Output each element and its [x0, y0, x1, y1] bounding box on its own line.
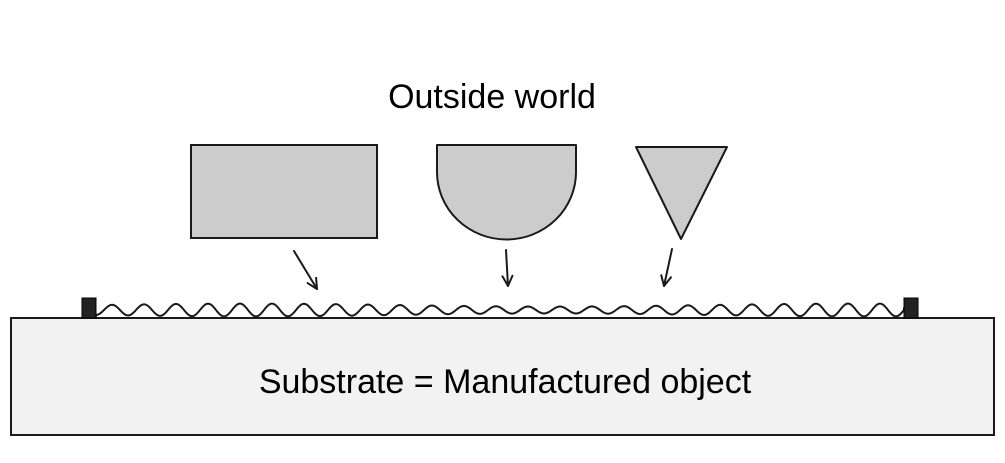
inverted-triangle-shape [635, 146, 728, 240]
right-anchor [903, 297, 919, 319]
arrow-from-rectangle [293, 250, 318, 290]
arrow-from-semicircle [501, 249, 514, 287]
left-anchor [81, 297, 97, 319]
outside-world-label: Outside world [388, 78, 596, 116]
surface-wave [95, 302, 905, 318]
rectangle-shape [190, 144, 378, 239]
arrow-from-triangle [660, 248, 673, 287]
substrate-block [10, 317, 995, 436]
semicircle-shape [436, 144, 577, 241]
substrate-label: Substrate = Manufactured object [259, 363, 752, 401]
